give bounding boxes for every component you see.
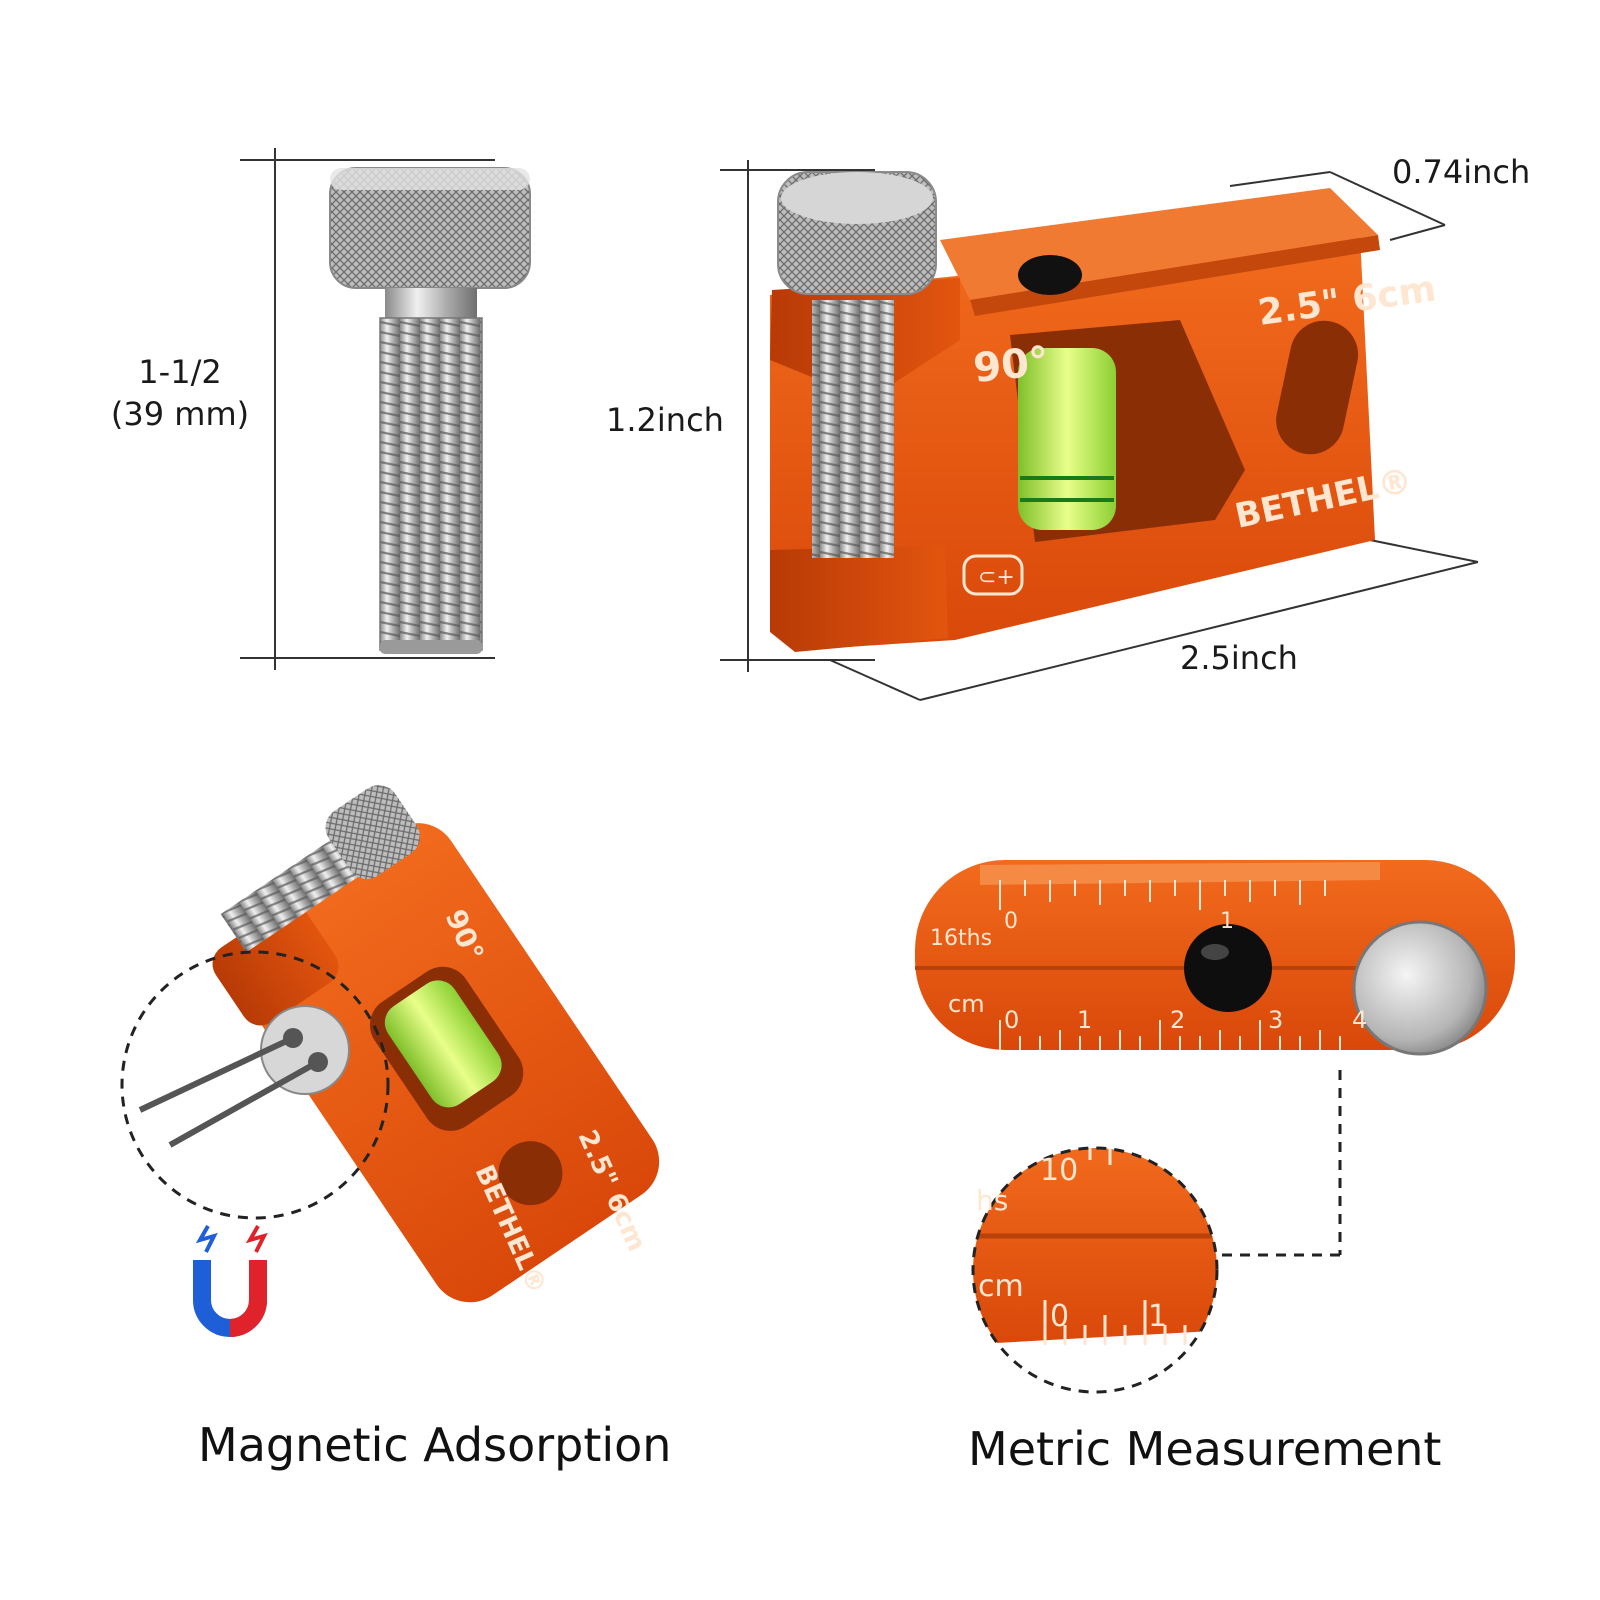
width-label: 0.74inch [1392,153,1531,191]
scale-16ths-one: 1 [1220,909,1234,934]
zoom-label-cm: cm [978,1269,1024,1304]
scale-cm-two: 2 [1170,1006,1185,1034]
angle-mark: 90° [971,338,1051,392]
height-label: 1.2inch [606,401,724,439]
bolt-length-inches: 1-1/2 [138,353,222,391]
scale-cm-one: 1 [1077,1006,1092,1034]
magnetic-zoom-circle [120,950,390,1220]
metric-callout-line [1215,1070,1342,1257]
zoom-label-zero: 0 [1050,1299,1069,1334]
bolt-length-mm: (39 mm) [110,394,250,433]
bolt-length-label: 1-1/2 (39 mm) [100,352,260,435]
ruler-ticks [999,880,1341,1050]
magnetic-tool-image [138,785,660,1303]
scale-16ths-label: 16ths [930,926,992,951]
scale-cm-label: cm [948,990,985,1018]
zoom-label-one: 1 [1148,1299,1167,1334]
zoom-label-ten: 10 [1040,1153,1078,1188]
caption-magnetic-adsorption: Magnetic Adsorption [198,1418,672,1472]
scale-cm-three: 3 [1268,1006,1283,1034]
depth-gauge-image: ⊂+ [770,171,1380,652]
tool-dimension-lines [720,160,1479,701]
length-label: 2.5inch [1180,639,1298,677]
scale-cm-zero: 0 [1004,1006,1019,1034]
caption-metric-measurement: Metric Measurement [968,1422,1442,1476]
bolt-dimension-lines [240,148,495,670]
scale-16ths-zero: 0 [1004,909,1018,934]
svg-text:⊂+: ⊂+ [978,565,1015,590]
zoom-label-hs: hs [976,1184,1008,1217]
metric-zoom-circle [971,1146,1219,1394]
scale-cm-four: 4 [1352,1006,1367,1034]
thumb-screw-image [329,167,531,654]
ruler-tool-image [915,860,1515,1056]
metric-zoom-image [973,1148,1217,1392]
magnet-icon [193,1225,268,1337]
